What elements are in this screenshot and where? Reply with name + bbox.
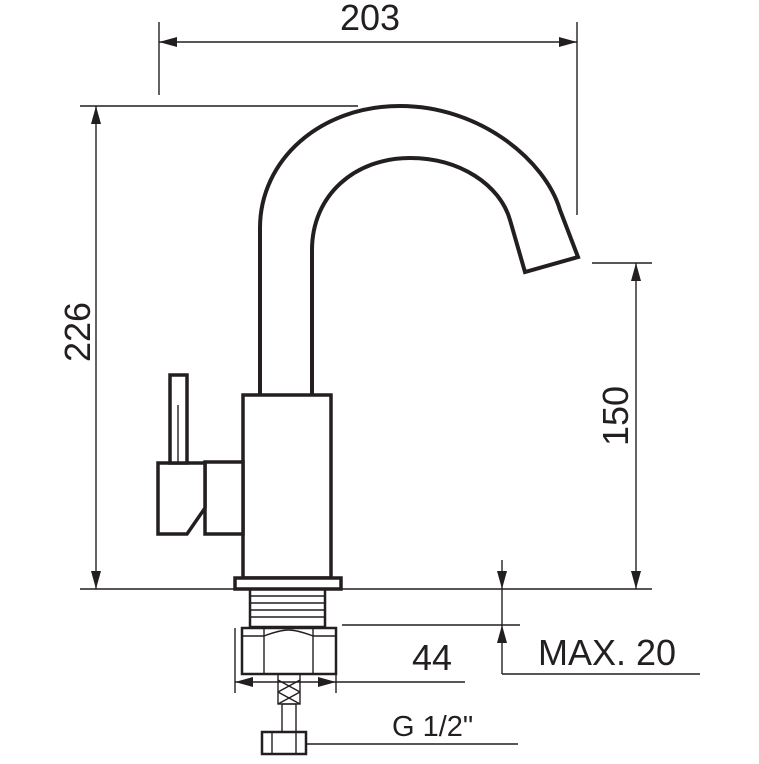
cartridge-housing (203, 460, 245, 536)
mounting-stud (240, 587, 338, 676)
base-diameter-label: 44 (412, 637, 452, 678)
thread-callout: G 1/2" (305, 711, 518, 745)
threaded-rod (248, 587, 327, 629)
width-dimension-label: 203 (340, 0, 400, 38)
faucet-body (156, 103, 581, 591)
height-dimension-label: 226 (57, 302, 98, 362)
spout-height-dimension: 150 (342, 262, 652, 590)
height-dimension: 226 (57, 105, 358, 590)
max-thickness-label: MAX. 20 (538, 632, 676, 673)
spout (258, 103, 581, 395)
supply-hose (260, 673, 308, 756)
hose-fitting (260, 730, 308, 756)
base-flange (233, 576, 343, 591)
max-thickness-dimension: MAX. 20 (342, 560, 700, 675)
base-diameter-dimension: 44 (234, 628, 465, 693)
thread-label: G 1/2" (392, 711, 473, 743)
width-dimension: 203 (158, 0, 578, 215)
spout-height-dimension-label: 150 (595, 386, 636, 446)
lever-joint (156, 461, 207, 536)
thread-lines (250, 595, 325, 618)
nut (240, 626, 338, 676)
main-body (241, 393, 333, 580)
